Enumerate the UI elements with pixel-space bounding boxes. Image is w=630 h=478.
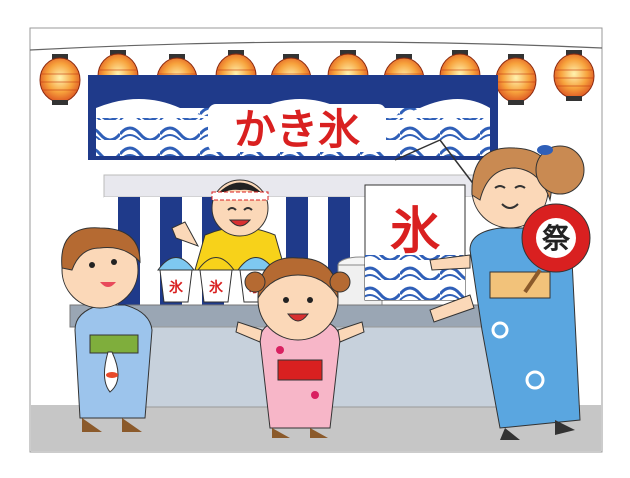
fan-text: 祭 [542, 222, 571, 255]
lantern-icon [39, 54, 81, 105]
uchiwa-fan-icon: 祭 [521, 203, 591, 294]
shaved-ice-cup-icon: 氷 [197, 257, 235, 303]
lantern-icon [495, 54, 537, 105]
shaved-ice-cup-icon: 氷 [157, 257, 195, 303]
lantern-icon [553, 50, 595, 101]
svg-text:氷: 氷 [209, 279, 224, 296]
ice-flag: 氷 [364, 139, 479, 301]
banner-text: かき氷 [234, 105, 361, 154]
stall-banner: かき氷 [88, 75, 498, 160]
svg-text:氷: 氷 [169, 279, 184, 296]
left-boy [61, 227, 153, 432]
lantern-string [29, 41, 603, 51]
center-girl [235, 257, 365, 438]
flag-text: 氷 [390, 202, 441, 260]
goldfish-bag-icon [104, 351, 119, 393]
